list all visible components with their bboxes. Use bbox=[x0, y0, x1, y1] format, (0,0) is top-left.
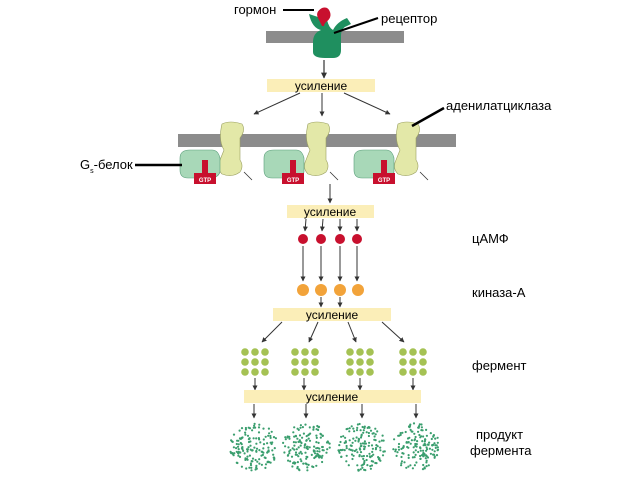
g-protein-label: Gs-белок bbox=[80, 157, 133, 175]
hormone-icon bbox=[317, 7, 331, 26]
kinase-a-molecule bbox=[352, 284, 364, 296]
gtp-icon: GTP bbox=[282, 160, 304, 184]
amplification-label-1: усиление bbox=[295, 79, 348, 93]
arrow-to-enzyme bbox=[261, 321, 283, 343]
activity-mark bbox=[419, 171, 429, 181]
kinase-a-molecule bbox=[334, 284, 346, 296]
amplification-band-2 bbox=[287, 205, 374, 218]
enzyme-icon bbox=[346, 348, 374, 376]
enzyme-label: фермент bbox=[472, 358, 527, 373]
amplification-band-3 bbox=[273, 308, 391, 321]
adenylate-cyclase-label: аденилатциклаза bbox=[446, 98, 552, 113]
svg-text:GTP: GTP bbox=[199, 178, 211, 184]
product-label-line1: продукт bbox=[476, 427, 523, 442]
adenylate-cyclase-icon bbox=[218, 121, 244, 176]
adenylate-cyclase-icon bbox=[304, 121, 330, 176]
camp-molecule bbox=[352, 234, 362, 244]
gtp-icon: GTP bbox=[373, 160, 395, 184]
activity-mark bbox=[243, 171, 253, 181]
arrow-band1-left bbox=[253, 92, 301, 115]
camp-label: цАМФ bbox=[472, 231, 509, 246]
arrow-to-camp bbox=[302, 218, 308, 232]
amplification-label-2: усиление bbox=[304, 205, 357, 219]
hormone-label: гормон bbox=[234, 2, 276, 17]
arrow-to-enzyme bbox=[381, 321, 405, 343]
enzyme-icon bbox=[241, 348, 269, 376]
svg-text:GTP: GTP bbox=[287, 178, 299, 184]
receptor-pointer bbox=[333, 17, 379, 34]
kinase-a-label: киназа-А bbox=[472, 285, 526, 300]
camp-molecule bbox=[316, 234, 326, 244]
amplification-band-1 bbox=[267, 79, 375, 92]
camp-molecule bbox=[298, 234, 308, 244]
svg-text:GTP: GTP bbox=[378, 178, 390, 184]
enzyme-group bbox=[241, 348, 427, 376]
enzyme-product-icon bbox=[392, 422, 440, 471]
arrow-to-enzyme bbox=[347, 321, 357, 343]
camp-molecule bbox=[335, 234, 345, 244]
receptor-label: рецептор bbox=[381, 11, 437, 26]
amplification-label-3: усиление bbox=[306, 308, 359, 322]
product-label-line2: фермента bbox=[470, 443, 532, 458]
receptor-icon bbox=[309, 14, 351, 58]
kinase-a-molecule bbox=[297, 284, 309, 296]
adenylate-cyclase-pointer bbox=[411, 106, 445, 128]
arrow-band1-right bbox=[343, 92, 391, 115]
arrow-to-camp bbox=[319, 218, 325, 232]
arrow-to-enzyme bbox=[308, 321, 319, 343]
g-protein-icon bbox=[179, 149, 221, 179]
amplification-band-4 bbox=[244, 390, 421, 403]
amplification-label-4: усиление bbox=[306, 390, 359, 404]
enzyme-icon bbox=[291, 348, 319, 376]
activity-mark bbox=[329, 171, 339, 181]
product-group bbox=[229, 422, 440, 472]
kinase-a-molecule bbox=[315, 284, 327, 296]
gtp-icon: GTP bbox=[194, 160, 216, 184]
enzyme-product-icon bbox=[229, 422, 277, 472]
enzyme-product-icon bbox=[282, 423, 331, 472]
enzyme-icon bbox=[399, 348, 427, 376]
enzyme-product-icon bbox=[337, 422, 386, 472]
adenylate-cyclase-icon bbox=[394, 121, 420, 176]
